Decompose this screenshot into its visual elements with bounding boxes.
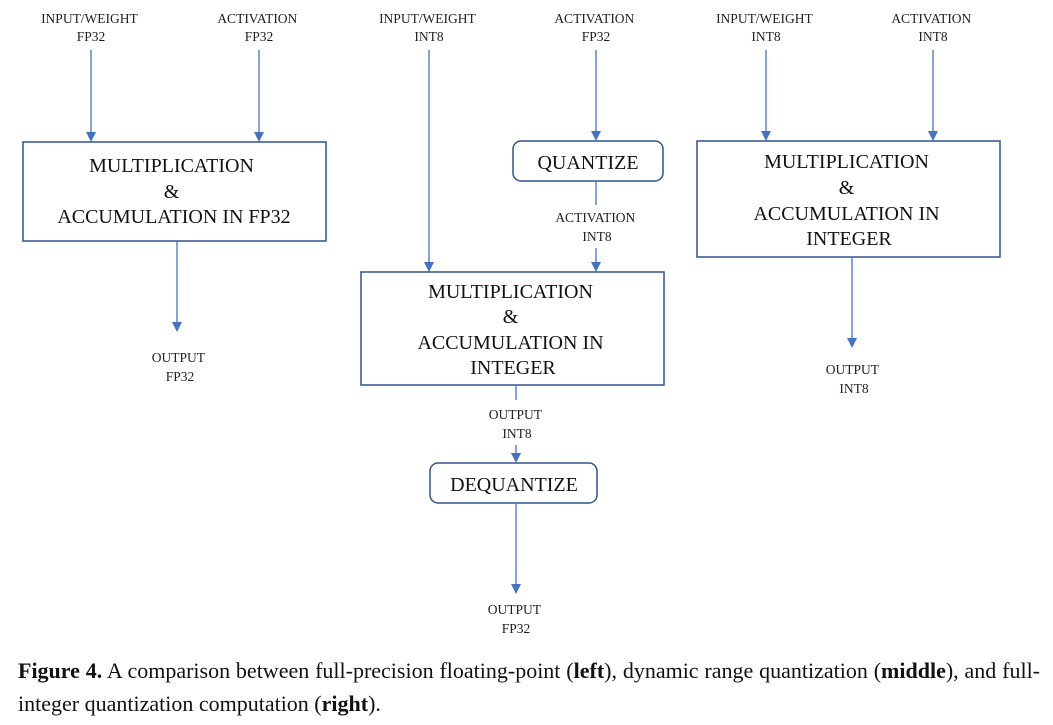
- middle-mac-box-text: MULTIPLICATION & ACCUMULATION IN INTEGER: [417, 281, 608, 379]
- right-activation-arrow: [928, 50, 938, 141]
- caption-text-1: A comparison between full-precision floa…: [102, 658, 574, 683]
- left-activation-arrow: [254, 50, 264, 142]
- middle-activation-int8-arrow: [591, 248, 601, 272]
- left-mac-box-text: MULTIPLICATION & ACCUMULATION IN FP32: [57, 155, 290, 228]
- dequantize-output-arrow: [511, 503, 521, 594]
- right-activation-label: ACTIVATION INT8: [891, 11, 974, 44]
- right-mac-box: [696, 140, 1001, 258]
- middle-activation-int8-label: ACTIVATION INT8: [555, 210, 638, 244]
- left-mac-box: [22, 141, 327, 242]
- middle-input-weight-label: INPUT/WEIGHT INT8: [379, 11, 479, 44]
- right-output-label: OUTPUT INT8: [826, 362, 882, 396]
- middle-activation-arrow: [591, 50, 601, 141]
- caption-bold-right: right: [321, 691, 369, 716]
- right-output-arrow: [847, 257, 857, 348]
- quantize-label: QUANTIZE: [537, 152, 638, 174]
- left-output-label: OUTPUT FP32: [152, 350, 208, 384]
- middle-activation-label: ACTIVATION FP32: [554, 11, 637, 44]
- quantization-diagram: INPUT/WEIGHT FP32 ACTIVATION FP32 MULTIP…: [22, 11, 1001, 636]
- caption-bold-middle: middle: [881, 658, 946, 683]
- caption-bold-left: left: [573, 658, 605, 683]
- right-input-weight-label: INPUT/WEIGHT INT8: [716, 11, 816, 44]
- dequantize-label: DEQUANTIZE: [450, 474, 578, 496]
- right-mac-box-text: MULTIPLICATION & ACCUMULATION IN INTEGER: [753, 151, 944, 250]
- left-input-weight-label: INPUT/WEIGHT FP32: [41, 11, 141, 44]
- caption-text-2: ), dynamic range quantization (: [604, 658, 882, 683]
- middle-output-int8-label: OUTPUT INT8: [489, 407, 545, 441]
- right-input-arrow: [761, 50, 771, 141]
- caption-text-3: ), and full-integer quantization computa…: [18, 658, 1041, 716]
- left-activation-label: ACTIVATION FP32: [217, 11, 300, 44]
- figure-caption: Figure 4. A comparison between full-prec…: [18, 654, 1040, 720]
- left-output-arrow: [172, 241, 182, 332]
- caption-text-4: ).: [368, 691, 381, 716]
- middle-input-arrow: [424, 50, 434, 272]
- middle-mac-box: [360, 271, 665, 386]
- left-input-arrow: [86, 50, 96, 142]
- middle-output-fp32-label: OUTPUT FP32: [488, 602, 544, 636]
- dequantize-box: [429, 462, 598, 504]
- middle-output-int8-arrow: [511, 445, 521, 463]
- quantize-box: [512, 140, 664, 182]
- figure-number: Figure 4.: [18, 658, 103, 683]
